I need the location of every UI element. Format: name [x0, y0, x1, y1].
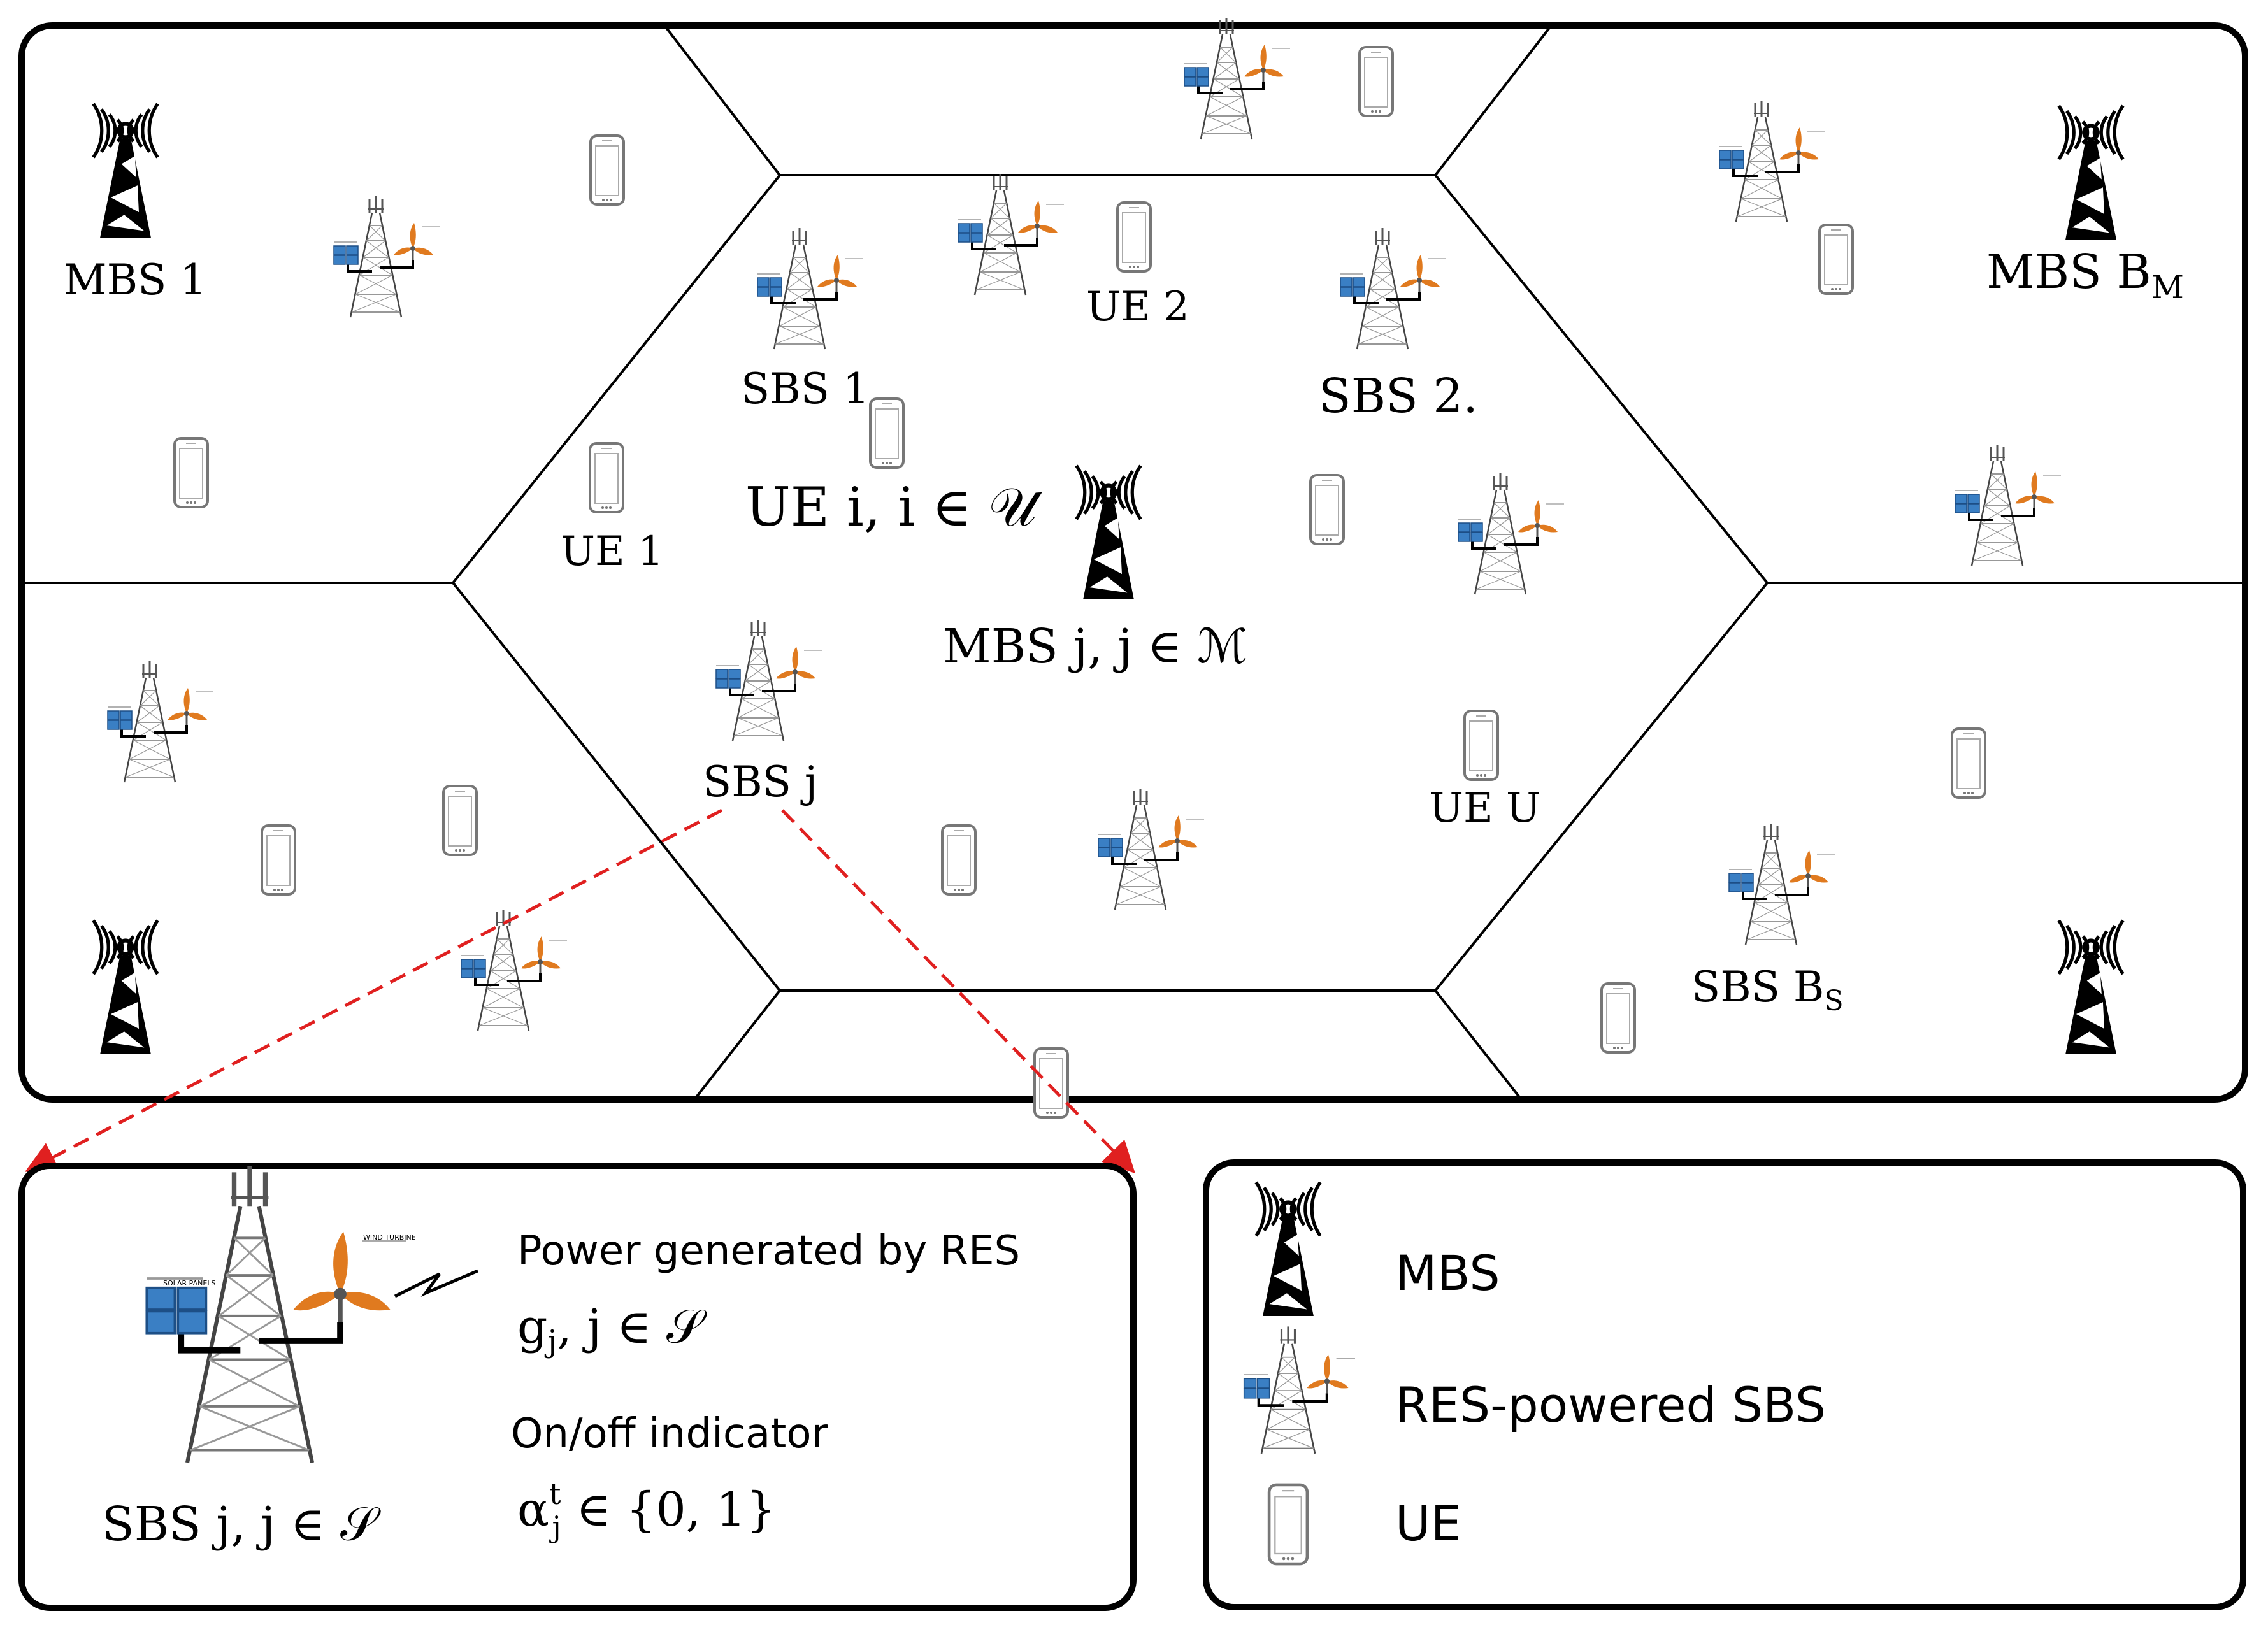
callout-arrows	[25, 808, 1135, 1174]
legend-sbs-label: RES-powered SBS	[1395, 1377, 1826, 1433]
wind-turbine-text: WIND TURBINE	[363, 1233, 416, 1242]
label-sbs-1: SBS 1	[741, 364, 870, 413]
label-sbs-j: SBS j	[703, 757, 817, 806]
sbs-detail-frame	[18, 1163, 1137, 1611]
label-mbs-1: MBS 1	[64, 255, 206, 304]
legend-panel: MBS RES-powered SBS UE	[1203, 1159, 2246, 1610]
legend-ue-label: UE	[1395, 1495, 1461, 1552]
ue-phone-icon	[1309, 474, 1345, 545]
sbs-detail-caption: SBS j, j ∈ 𝒮	[102, 1497, 381, 1552]
label-ue-2: UE 2	[1086, 283, 1189, 331]
res-power-title: Power generated by RES	[517, 1228, 1020, 1275]
ue-phone-icon	[941, 824, 977, 896]
label-mbs-bm: MBS BM	[1986, 245, 2184, 306]
label-sbs-2: SBS 2.	[1319, 369, 1478, 424]
ue-phone-icon	[1358, 46, 1394, 117]
ue-phone-icon	[869, 397, 905, 469]
label-ue-1: UE 1	[561, 528, 664, 575]
label-ue-U: UE U	[1429, 785, 1540, 832]
ue-phone-icon	[1463, 710, 1499, 781]
wireless-link-icon	[394, 1269, 478, 1298]
label-mbs-center: MBS j, j ∈ ℳ	[943, 619, 1247, 674]
ue-phone-icon	[1818, 224, 1854, 295]
cell-boundaries	[22, 25, 2245, 1099]
legend-frame	[1203, 1159, 2246, 1610]
ue-phone-icon	[1600, 982, 1636, 1054]
ue-phone-icon	[1033, 1047, 1069, 1119]
ue-phone-icon	[589, 134, 625, 206]
sbs-detail-panel: SOLAR PANELS WIND TURBINE Power generate…	[18, 1163, 1137, 1611]
ue-phone-icon	[1951, 727, 1986, 799]
network-panel: MBS 1 MBS BM UE 2 SBS 1 SBS 2. UE i, i ∈…	[18, 17, 2248, 1119]
label-ue-center: UE i, i ∈ 𝒰	[745, 476, 1043, 538]
network-panel-frame	[18, 22, 2248, 1103]
ue-phone-icon	[589, 442, 624, 513]
ue-phone-icon	[442, 785, 478, 856]
solar-panel-text: SOLAR PANELS	[163, 1279, 215, 1287]
ue-phone-icon	[173, 437, 209, 508]
ue-phone-icon	[1116, 201, 1152, 273]
label-sbs-bs: SBS BS	[1691, 963, 1844, 1017]
onoff-title: On/off indicator	[511, 1410, 829, 1457]
res-power-formula: gj, j ∈ 𝒮	[517, 1299, 707, 1359]
ue-phone-icon	[1269, 1485, 1307, 1564]
ue-phone-icon	[261, 824, 296, 896]
legend-mbs-label: MBS	[1395, 1245, 1500, 1301]
